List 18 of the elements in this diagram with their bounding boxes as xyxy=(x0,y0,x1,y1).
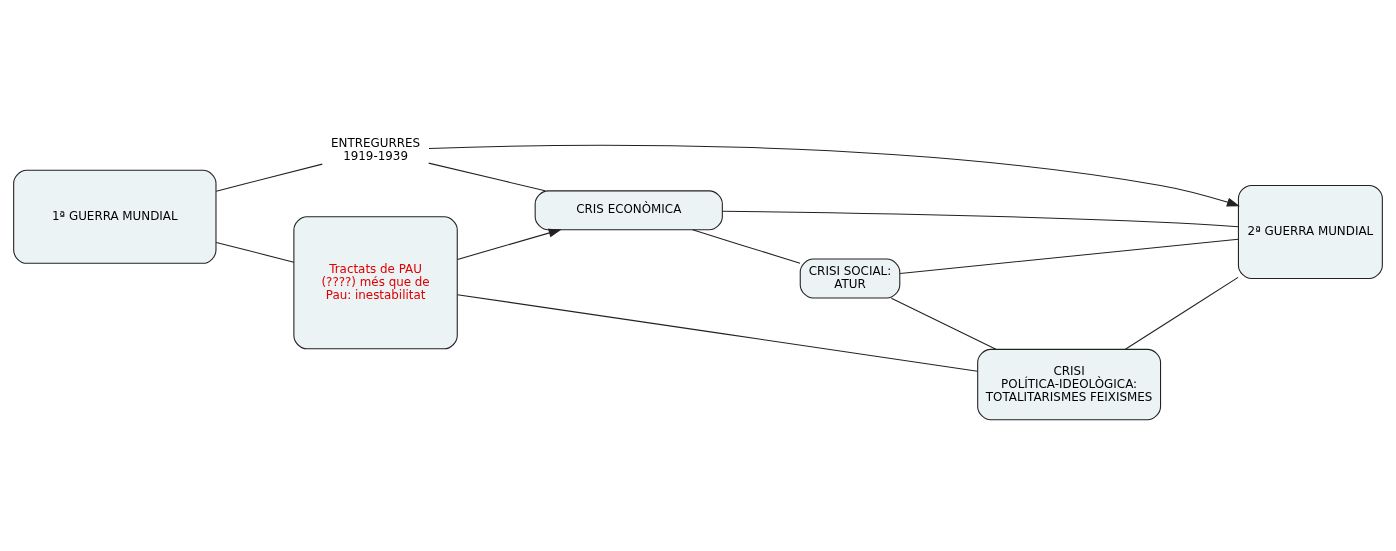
node-box: Tractats de PAU (????) més que de Pau: inestabilitat xyxy=(293,216,458,350)
connector xyxy=(215,163,323,192)
connector xyxy=(899,238,1239,275)
arrow xyxy=(456,228,562,260)
connector xyxy=(692,229,801,264)
connector xyxy=(1124,276,1239,350)
node-box: CRIS ECONÒMICA xyxy=(534,190,723,231)
connector xyxy=(215,241,295,263)
connector xyxy=(721,210,1239,228)
node-box: CRISI POLÍTICA-IDEOLÒGICA: TOTALITARISMES FEIXISMES xyxy=(977,348,1162,421)
node-box: 1ª GUERRA MUNDIAL xyxy=(13,169,217,264)
node-text: ENTREGURRES 1919-1939 xyxy=(331,136,421,164)
connector xyxy=(456,294,979,372)
arrow xyxy=(428,144,1240,207)
connector xyxy=(890,297,997,350)
node-box: 2ª GUERRA MUNDIAL xyxy=(1237,184,1383,280)
node-box: CRISI SOCIAL: ATUR xyxy=(799,258,901,299)
connector xyxy=(428,162,546,192)
